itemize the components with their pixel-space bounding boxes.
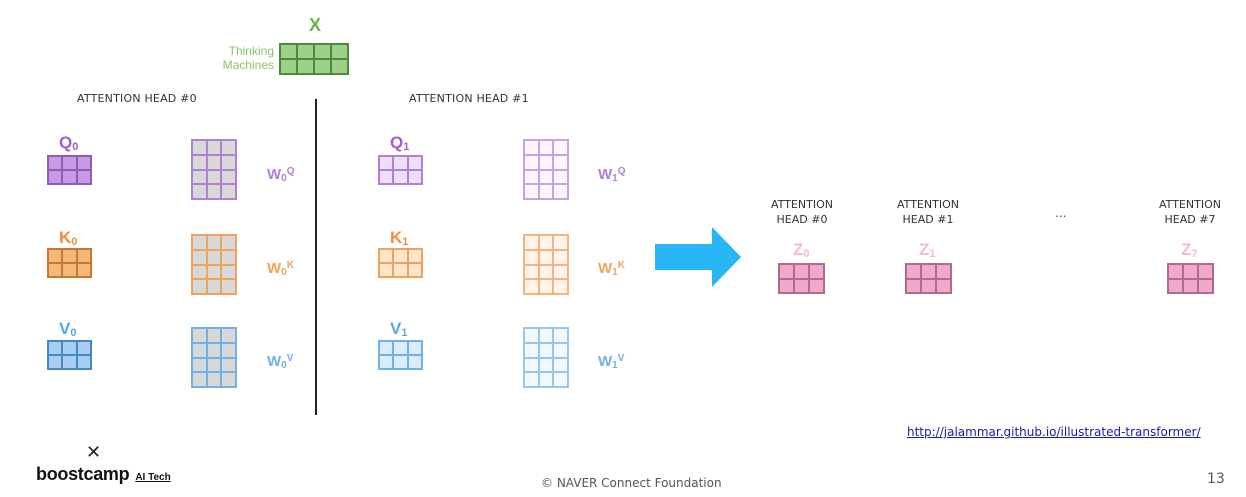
input-word-2: Machines (222, 58, 274, 72)
v0-label: V0 (59, 319, 77, 339)
w1v-matrix (523, 327, 569, 388)
w1q-label: W1Q (598, 166, 626, 184)
k0-label: K0 (59, 228, 78, 248)
q1-matrix (378, 155, 423, 185)
page-number: 13 (1207, 471, 1225, 487)
k0-matrix (47, 248, 92, 278)
head-1-title: ATTENTION HEAD #1 (409, 92, 529, 105)
input-word-1: Thinking (228, 44, 274, 58)
k1-matrix (378, 248, 423, 278)
brand-logo: boostcamp AI Tech (36, 464, 171, 485)
k1-label: K1 (390, 228, 409, 248)
z0-matrix (778, 263, 825, 294)
v1-matrix (378, 340, 423, 370)
input-x-label: X (309, 15, 322, 35)
w1v-label: W1V (598, 353, 625, 371)
z7-label: Z7 (1181, 240, 1198, 260)
input-x-matrix (279, 43, 349, 75)
right-arrow-icon (655, 227, 741, 287)
w0v-matrix (191, 327, 237, 388)
z1-matrix (905, 263, 952, 294)
v0-matrix (47, 340, 92, 370)
z1-label: Z1 (919, 240, 936, 260)
brand-name: boostcamp (36, 464, 130, 484)
w0v-label: W0V (267, 353, 294, 371)
head-0-title: ATTENTION HEAD #0 (77, 92, 197, 105)
q0-matrix (47, 155, 92, 185)
head-divider (315, 99, 317, 415)
v1-label: V1 (390, 319, 408, 339)
brand-sub: AI Tech (135, 472, 171, 483)
w0k-matrix (191, 234, 237, 295)
z7-matrix (1167, 263, 1214, 294)
close-x-icon: ✕ (86, 442, 102, 463)
w1k-matrix (523, 234, 569, 295)
source-link[interactable]: http://jalammar.github.io/illustrated-tr… (907, 425, 1201, 439)
z0-label: Z0 (793, 240, 810, 260)
w1q-matrix (523, 139, 569, 200)
w0q-label: W0Q (267, 166, 295, 184)
w0q-matrix (191, 139, 237, 200)
q1-label: Q1 (390, 133, 410, 153)
q0-label: Q0 (59, 133, 79, 153)
copyright: © NAVER Connect Foundation (541, 476, 722, 490)
results-ellipsis: ... (1055, 206, 1067, 220)
w1k-label: W1K (598, 260, 625, 278)
w0k-label: W0K (267, 260, 294, 278)
